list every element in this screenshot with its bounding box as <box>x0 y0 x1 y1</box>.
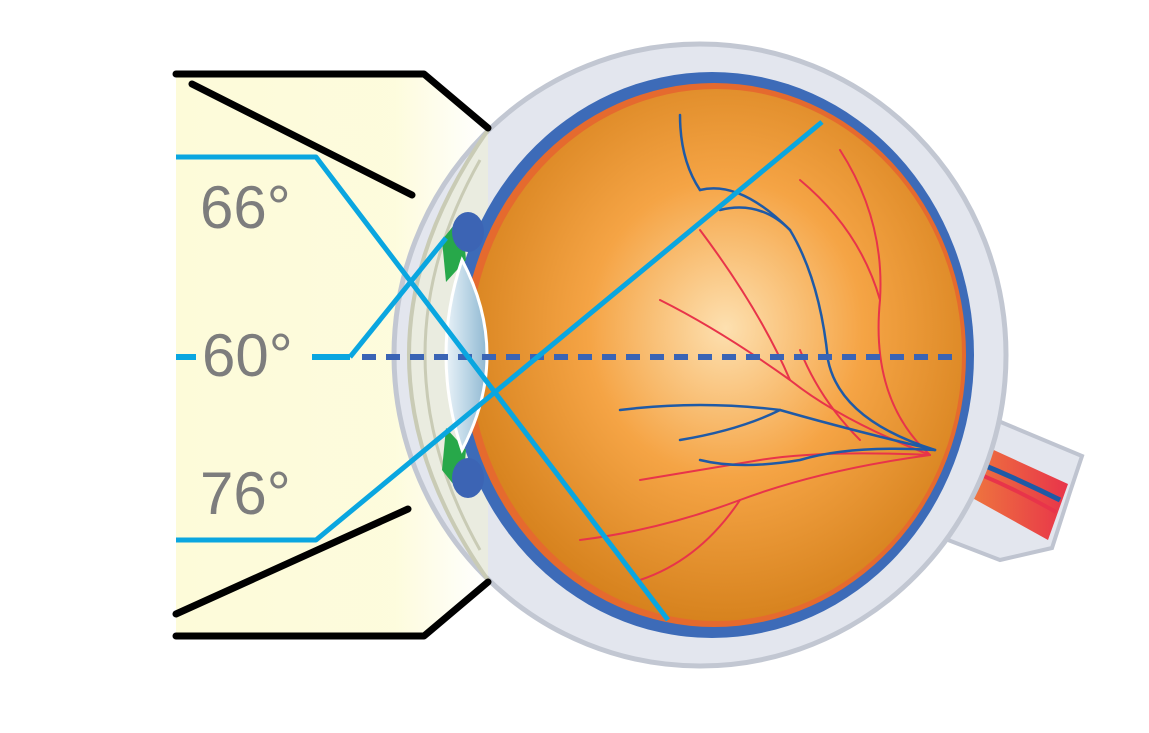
lower-panel-outline <box>172 578 492 640</box>
angle-label-60: 60° <box>202 322 293 389</box>
lower-light-ray <box>176 120 824 543</box>
axis-deflected-ray-upper <box>348 236 448 359</box>
field-boundaries <box>172 70 492 640</box>
eye-interior <box>470 89 962 621</box>
iris-top <box>452 212 484 252</box>
upper-panel-outline <box>172 70 492 132</box>
angle-label-76: 76° <box>200 460 291 527</box>
blood-vessels <box>579 113 937 581</box>
upper-light-ray <box>176 154 670 622</box>
lower-field-limit <box>172 505 412 618</box>
upper-field-limit <box>188 80 416 199</box>
iris-bottom <box>452 458 484 498</box>
light-rays <box>176 120 824 622</box>
angle-label-66: 66° <box>200 174 291 241</box>
cornea-inner-arc <box>423 159 482 551</box>
